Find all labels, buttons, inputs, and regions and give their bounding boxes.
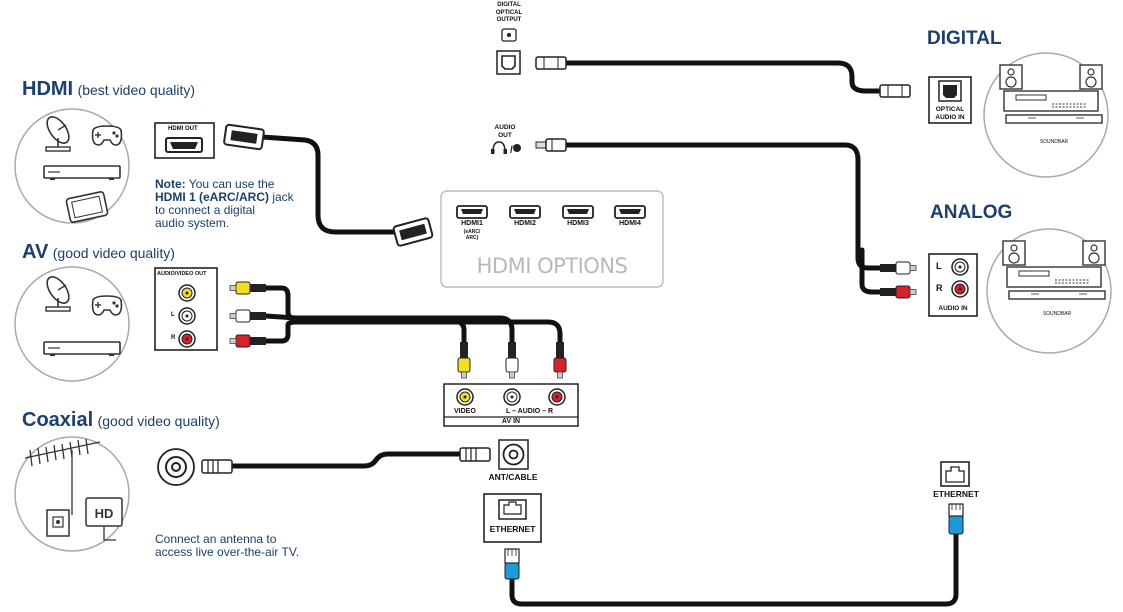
coax-note: Connect an antenna to access live over-t… (155, 532, 300, 559)
ethernet-cable[interactable] (509, 532, 959, 607)
audio-out-jack[interactable]: / (491, 141, 521, 156)
hd-tv-icon: HD (85, 497, 123, 541)
hdmi-note: Note: You can use the HDMI 1 (eARC/ARC) … (155, 177, 294, 230)
digital-title: DIGITAL (927, 28, 1002, 49)
analog-audio-in-panel (928, 253, 978, 317)
antenna-icon (24, 438, 101, 515)
svg-text:/: / (510, 145, 513, 156)
analog-audio-plugs (880, 261, 917, 299)
av-in-left-jack[interactable] (503, 388, 521, 406)
analog-in-right-jack[interactable] (951, 280, 969, 298)
hdmi4-label: HDMI4 (619, 220, 641, 227)
av-out-l-label: L (171, 312, 175, 318)
wall-outlet-icon (46, 509, 70, 537)
ant-cable-jack[interactable] (498, 439, 529, 470)
av-in-plugs (457, 342, 567, 379)
hdmi-out-label: HDMI OUT (168, 126, 198, 132)
optical-audio-in-label: OPTICAL AUDIO IN (935, 106, 965, 121)
coaxial-section-title: Coaxial (good video quality) (22, 409, 220, 431)
digital-optical-output-jack[interactable] (496, 28, 521, 75)
coax-cable[interactable] (229, 451, 465, 469)
set-top-box-icon (43, 165, 121, 181)
tablet-icon (65, 191, 109, 223)
hdmi4-port[interactable] (614, 205, 646, 219)
analog-in-left-jack[interactable] (951, 258, 969, 276)
av-section-title: AV (good video quality) (22, 241, 175, 263)
headphone-icon (492, 141, 506, 153)
coax-wall-jack[interactable] (157, 448, 195, 486)
set-top-box-icon (43, 341, 121, 357)
hdmi-plug-tv (392, 217, 434, 247)
coax-plug-tv (459, 447, 491, 462)
coax-sources-circle: HD (14, 436, 130, 552)
analog-audio-cable-branch[interactable] (859, 247, 883, 295)
audio-out-label: AUDIO OUT (494, 124, 516, 139)
soundbar-label-digital: SOUNDBAR (1039, 139, 1069, 145)
av-out-r-label: R (171, 335, 176, 341)
av-right-cable[interactable] (263, 319, 563, 345)
hdmi2-label: HDMI2 (514, 220, 536, 227)
av-out-jack-panel[interactable] (154, 267, 218, 351)
optical-plug-tv (535, 56, 567, 70)
hdmi-options-title: HDMI OPTIONS (476, 254, 628, 278)
coax-plug-source (201, 459, 233, 474)
optical-cable[interactable] (562, 60, 883, 94)
hdmi3-label: HDMI3 (567, 220, 589, 227)
cables (229, 60, 959, 607)
analog-audio-system-circle (986, 228, 1112, 354)
av-in-right-jack[interactable] (548, 388, 566, 406)
hdmi1-label: HDMI1 (461, 220, 483, 227)
hdmi1-port[interactable] (456, 205, 488, 219)
hdmi-section-title: HDMI (best video quality) (22, 78, 196, 100)
av-in-video-label: VIDEO (454, 408, 476, 415)
analog-in-r-label: R (936, 283, 943, 293)
svg-text:HD: HD (95, 506, 114, 521)
hdmi2-port[interactable] (509, 205, 541, 219)
tv-ethernet-label: ETHERNET (489, 524, 536, 534)
optical-audio-in-jack[interactable] (928, 76, 972, 124)
hdmi1-sub1: (eARC/ (463, 229, 481, 235)
router-ethernet-jack[interactable] (940, 461, 970, 487)
hdmi3-port[interactable] (562, 205, 594, 219)
router-ethernet-label: ETHERNET (933, 489, 979, 499)
optical-plug-audio (879, 84, 911, 98)
av-in-video-jack[interactable] (456, 388, 474, 406)
soundbar-label-analog: SOUNDBAR (1042, 311, 1072, 317)
digital-optical-output-label: DIGITAL OPTICAL OUTPUT (495, 2, 523, 23)
ethernet-plug-tv (504, 548, 520, 580)
hdmi-out-jack[interactable] (154, 122, 215, 159)
av-out-label: AUDIO/VIDEO OUT (157, 271, 207, 277)
av-in-panel (443, 383, 579, 427)
ant-cable-label: ANT/CABLE (488, 472, 538, 482)
digital-audio-system-circle (983, 52, 1109, 178)
ethernet-plug-router (948, 503, 964, 535)
av-video-cable[interactable] (263, 285, 467, 345)
hdmi-plug-source (223, 123, 265, 151)
hdmi-options-panel (440, 190, 664, 288)
hdmi-cable[interactable] (259, 134, 401, 235)
analog-audio-in-label: AUDIO IN (938, 305, 968, 312)
av-in-audio-label: L – AUDIO – R (506, 408, 554, 415)
audio-plug-tv (535, 138, 567, 152)
tv-ethernet-jack[interactable] (483, 493, 542, 543)
av-source-plugs (229, 281, 266, 348)
av-sources-circle (14, 266, 130, 382)
hdmi1-sub2: ARC) (465, 235, 479, 241)
analog-title: ANALOG (930, 202, 1013, 223)
hdmi-sources-circle (14, 108, 130, 224)
av-in-title: AV IN (501, 418, 521, 425)
analog-in-l-label: L (936, 261, 942, 271)
